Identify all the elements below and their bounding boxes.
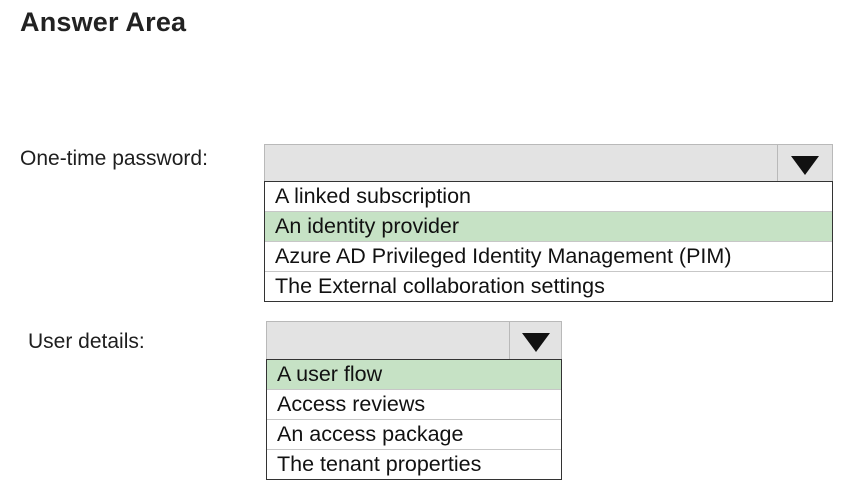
user-details-option[interactable]: The tenant properties (277, 452, 482, 476)
one-time-password-option[interactable]: A linked subscription (265, 182, 832, 212)
chevron-down-icon (521, 333, 550, 352)
one-time-password-dropdown[interactable] (264, 144, 833, 182)
user-details-dropdown[interactable] (266, 321, 562, 360)
user-details-label: User details: (28, 330, 145, 353)
user-details-option[interactable]: An access package (267, 420, 561, 450)
one-time-password-option[interactable]: Azure AD Privileged Identity Management … (265, 242, 832, 272)
chevron-down-icon (791, 155, 819, 175)
user-details-option-selected[interactable]: A user flow (267, 360, 561, 390)
one-time-password-option[interactable]: The External collaboration settings (275, 274, 605, 298)
one-time-password-dropdown-button[interactable] (777, 145, 832, 181)
user-details-dropdown-button[interactable] (509, 322, 561, 359)
one-time-password-option-selected[interactable]: An identity provider (265, 212, 832, 242)
page-title: Answer Area (20, 7, 187, 37)
one-time-password-options: A linked subscription An identity provid… (264, 181, 833, 302)
user-details-options: A user flow Access reviews An access pac… (266, 359, 562, 480)
user-details-option[interactable]: Access reviews (267, 390, 561, 420)
one-time-password-label: One-time password: (20, 147, 208, 170)
